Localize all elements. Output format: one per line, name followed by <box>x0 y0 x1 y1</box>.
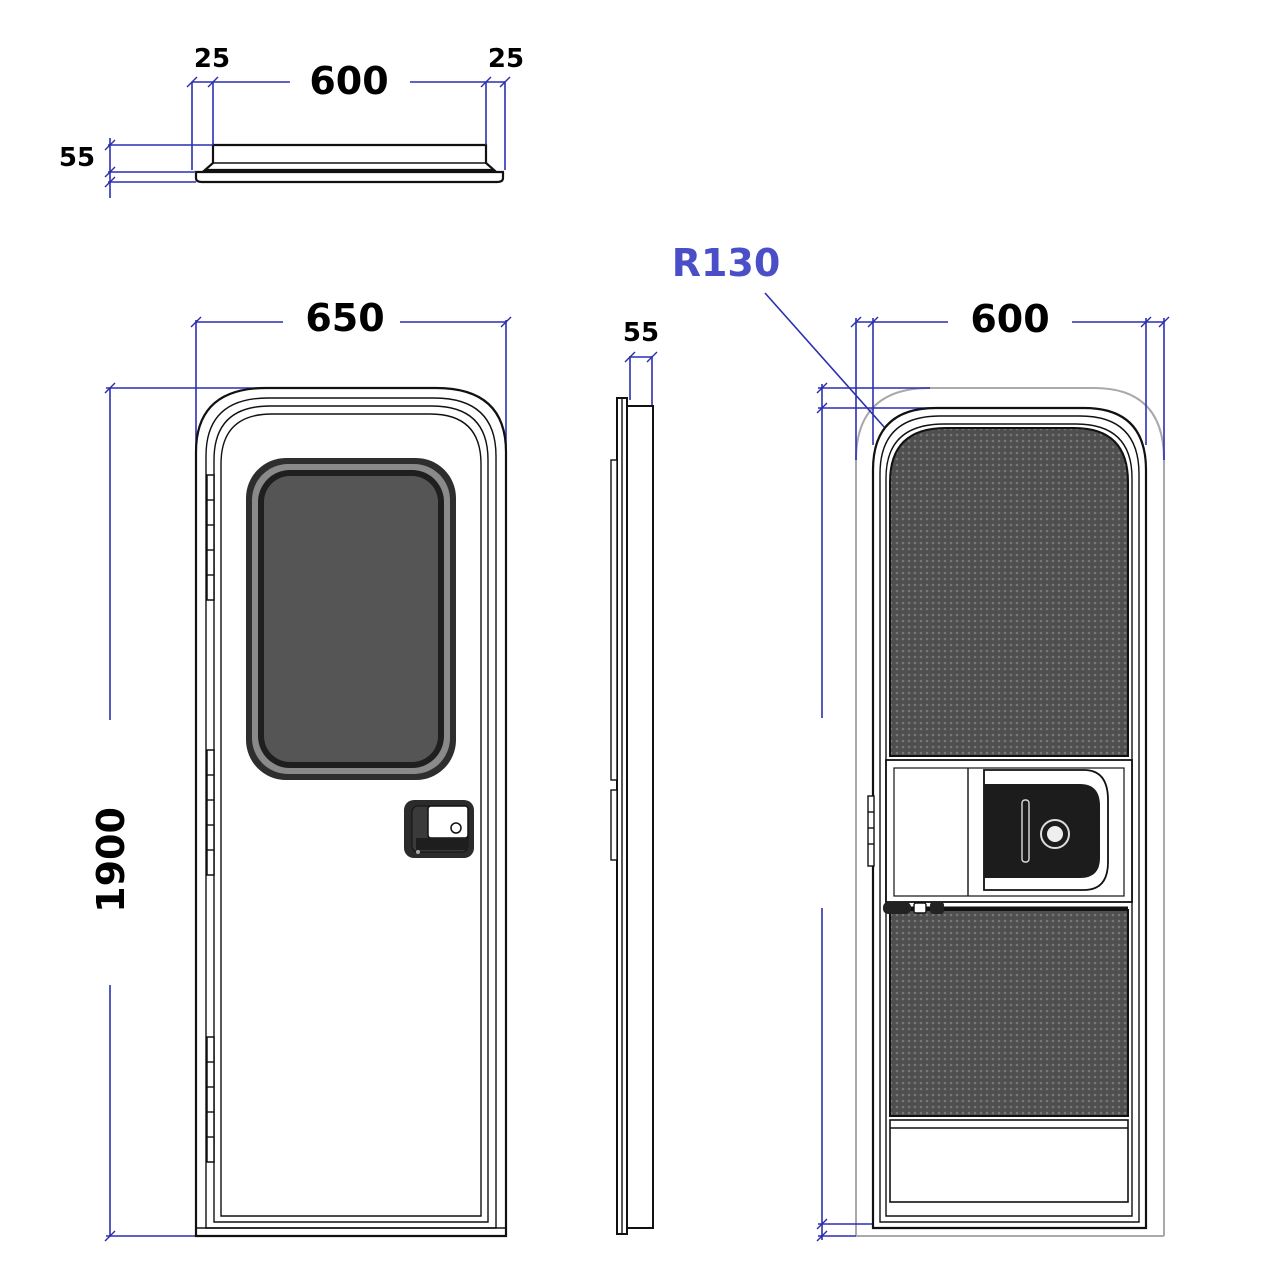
side-door-profile <box>610 397 654 1235</box>
top-left-margin-label: 25 <box>194 44 230 74</box>
front-height-label: 1900 <box>89 807 133 913</box>
rear-radius-label: R130 <box>672 241 781 285</box>
side-view: 55 <box>610 318 659 1235</box>
top-view-frame <box>194 143 505 184</box>
front-dimension-lines <box>104 316 512 1242</box>
rear-bottom-panel <box>889 1119 1129 1203</box>
top-depth-label: 55 <box>59 143 95 173</box>
rear-latch-cover <box>983 769 1109 891</box>
rear-hinge-edge <box>867 795 875 867</box>
top-width-label: 600 <box>309 59 388 103</box>
top-view-dimension-lines <box>104 76 511 198</box>
side-depth-label: 55 <box>623 318 659 348</box>
front-door-body <box>194 386 508 1238</box>
front-width-label: 650 <box>305 296 384 340</box>
rear-width-label: 600 <box>970 297 1049 341</box>
rear-handle-bar <box>883 902 1128 914</box>
side-dimension-lines <box>624 351 658 406</box>
rear-dimension-lines <box>764 292 1170 1242</box>
front-view: 650 1900 <box>89 296 512 1242</box>
rear-ghost-outline <box>855 387 1165 1237</box>
rear-door-body <box>871 406 1148 1230</box>
front-window <box>246 458 456 780</box>
front-latch <box>404 800 474 858</box>
rear-upper-screen <box>889 427 1129 757</box>
rear-view: 600 R130 <box>672 241 1170 1242</box>
rear-lower-screen <box>889 909 1129 1117</box>
front-hinges <box>206 474 215 1163</box>
top-right-margin-label: 25 <box>488 44 524 74</box>
top-view: 25 600 25 55 <box>59 44 524 198</box>
